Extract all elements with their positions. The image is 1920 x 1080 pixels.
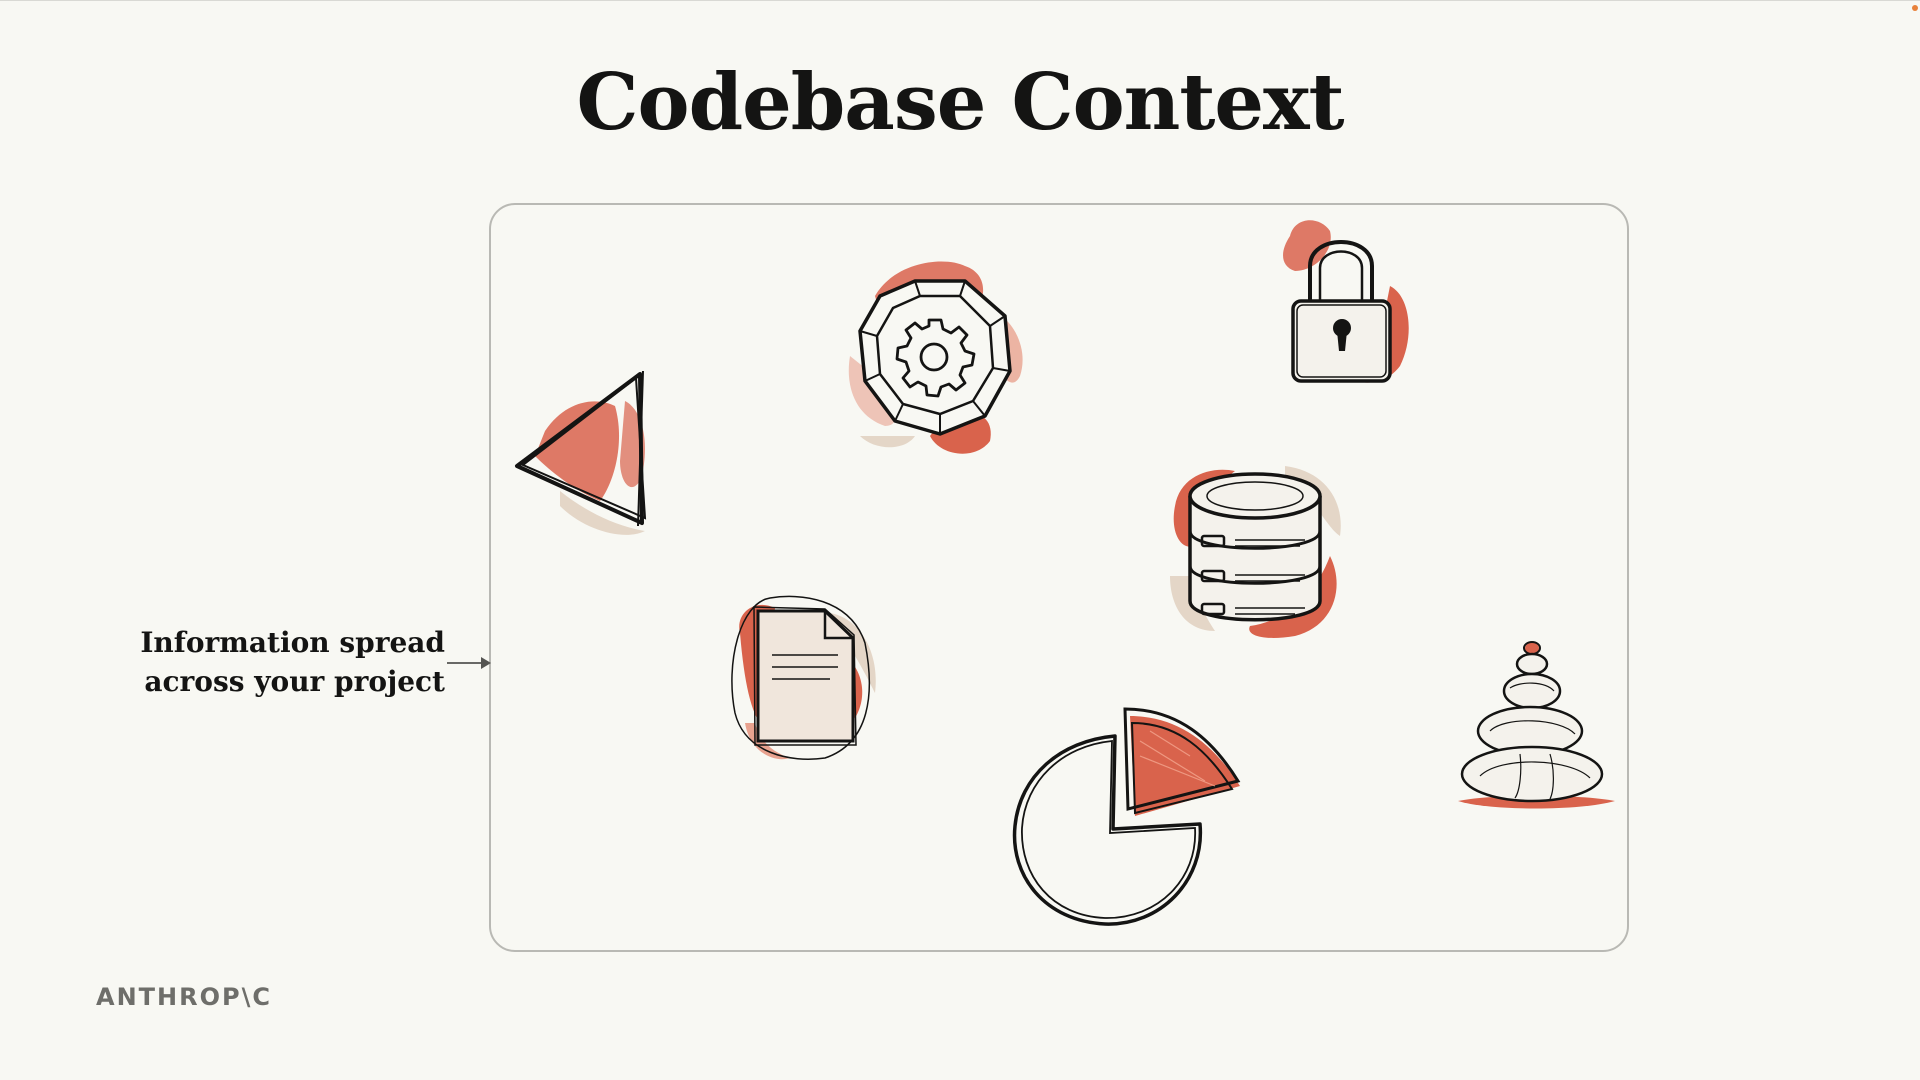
pie-chart-icon (1012, 707, 1241, 926)
database-icon (1170, 466, 1341, 638)
annotation-line-1: Information spread (140, 626, 445, 659)
triangle-icon (515, 370, 647, 535)
illustration-frame (489, 203, 1629, 952)
slide-title: Codebase Context (576, 57, 1344, 148)
annotation-text: Information spread across your project (120, 623, 445, 701)
stacked-stones-icon (1458, 641, 1615, 809)
document-icon (731, 595, 876, 760)
padlock-icon (1283, 220, 1409, 383)
anthropic-logo: ANTHROP\C (96, 983, 272, 1011)
octagon-gear-icon (848, 261, 1023, 454)
annotation-line-2: across your project (144, 665, 445, 698)
recording-indicator (1912, 5, 1918, 11)
arrow-right-icon (447, 657, 491, 669)
